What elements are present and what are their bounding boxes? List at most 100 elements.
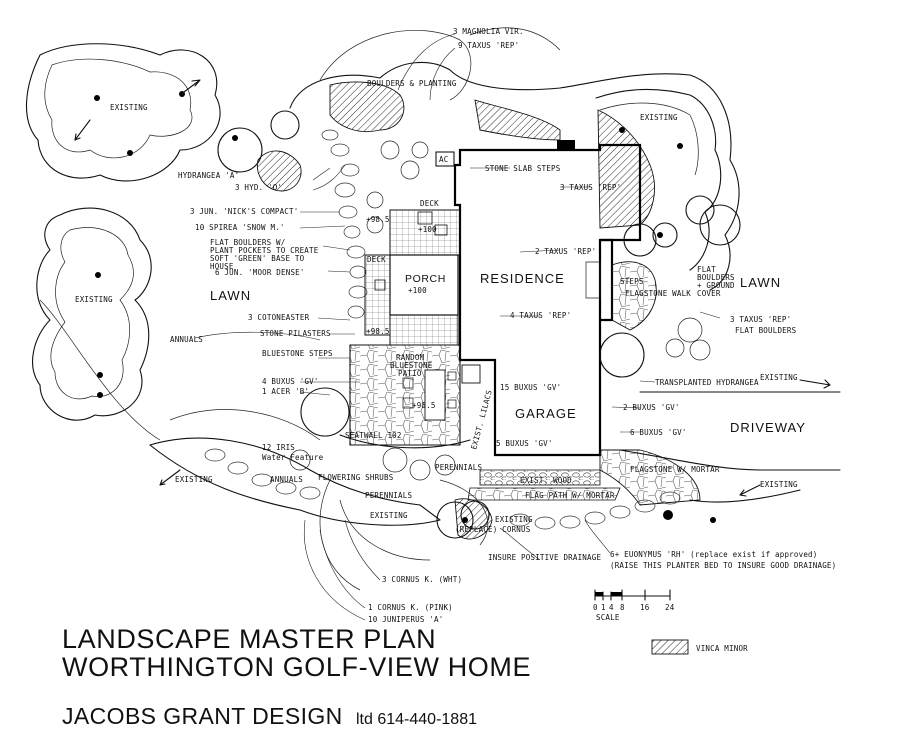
vinca-bed-right	[597, 109, 655, 229]
label-flag-path: FLAG PATH W/ MORTAR	[525, 491, 615, 500]
label-bluestone-steps: BLUESTONE STEPS	[262, 349, 333, 358]
shrub-symbols	[217, 110, 741, 539]
area-garage: GARAGE	[515, 406, 577, 421]
rear-planting-bed-outline	[289, 61, 740, 291]
title-line2: WORTHINGTON GOLF-VIEW HOME	[62, 652, 531, 682]
porch-and-deck	[364, 209, 461, 346]
label-existing-tr: EXISTING	[640, 113, 678, 122]
label-annuals-low: ANNUALS	[270, 475, 303, 484]
label-perennials2: PERENNIALS	[365, 491, 412, 500]
label-hydrangea: HYDRANGEA 'A'	[178, 171, 239, 180]
svg-text:4: 4	[609, 603, 614, 612]
label-taxus-rep-right: 3 TAXUS 'REP'	[730, 315, 791, 324]
legend-vinca-label: VINCA MINOR	[696, 644, 748, 653]
label-elev-mid: +98.5	[366, 327, 390, 336]
label-irises: 12 IRIS	[262, 443, 295, 452]
scale-label: SCALE	[596, 613, 620, 622]
svg-text:16: 16	[640, 603, 650, 612]
label-acer: 1 ACER 'B'	[262, 387, 309, 396]
svg-text:24: 24	[665, 603, 675, 612]
label-transplanted: TRANSPLANTED HYDRANGEA	[655, 378, 759, 387]
label-taxus-rep4: 4 TAXUS 'REP'	[510, 311, 571, 320]
label-existing-left: EXISTING	[75, 295, 113, 304]
area-driveway: DRIVEWAY	[730, 420, 806, 435]
label-spirea: 10 SPIREA 'SNOW M.'	[195, 223, 285, 232]
flagstone-walk-side	[611, 261, 657, 331]
label-existing-tl: EXISTING	[110, 103, 148, 112]
label-buxus-left: 4 BUXUS 'GV'	[262, 377, 319, 386]
area-ac: AC	[439, 155, 448, 164]
label-relocated-cornus: (REPLACE) CORNUS	[455, 525, 531, 534]
svg-text:1: 1	[601, 603, 606, 612]
label-existing-right: EXISTING	[760, 373, 798, 382]
area-patio: RANDOM BLUESTONE PATIO	[390, 353, 437, 378]
area-residence: RESIDENCE	[480, 271, 565, 286]
label-existing-bl: EXISTING	[175, 475, 213, 484]
label-insure-drainage: INSURE POSITIVE DRAINAGE	[488, 553, 601, 562]
label-cornus-wht: 3 CORNUS K. (WHT)	[382, 575, 462, 584]
label-boulders-top: BOULDERS & PLANTING	[367, 79, 457, 88]
label-euonymus: 6+ EUONYMUS 'RH' (replace exist if appro…	[610, 550, 817, 559]
label-stone-slab-steps: STONE SLAB STEPS	[485, 164, 561, 173]
vinca-bed-top-left	[329, 81, 405, 133]
label-jun-moor: 6 JUN. 'MOOR DENSE'	[215, 268, 305, 277]
firm-name: JACOBS GRANT DESIGN	[62, 703, 343, 729]
svg-text:8: 8	[620, 603, 625, 612]
label-flat-boulders-note: FLAT BOULDERS W/ PLANT POCKETS TO CREATE…	[210, 238, 323, 271]
vinca-bed-top-right	[474, 99, 561, 141]
label-hyd-q: 3 HYD. 'Q'	[235, 183, 282, 192]
label-buxus6: 6 BUXUS 'GV'	[630, 428, 687, 437]
leader-lines	[194, 33, 721, 621]
label-buxus5: 5 BUXUS 'GV'	[496, 439, 553, 448]
scale-text: 0 1 4 8 16 24 SCALE	[593, 603, 675, 622]
label-jun-nicks: 3 JUN. 'NICK'S COMPACT'	[190, 207, 298, 216]
label-existing-br: EXISTING	[760, 480, 798, 489]
label-flagstone-mortar: FLAGSTONE W/ MORTAR	[630, 465, 720, 474]
boulder-chain-left	[321, 129, 368, 319]
label-juniperus: 10 JUNIPERUS 'A'	[368, 615, 443, 624]
area-lawn-right: LAWN	[740, 275, 781, 290]
label-water-feature: Water Feature	[262, 453, 324, 462]
bluestone-patio	[339, 344, 481, 449]
existing-tree-outline-tl	[26, 43, 221, 182]
label-flagstone-walk: FLAGSTONE WALK	[625, 289, 691, 298]
label-flat-boulders-gc: FLAT BOULDERS + GROUND COVER	[697, 265, 739, 298]
label-existing-bot: EXISTING	[495, 515, 533, 524]
label-taxus-rep3: 3 TAXUS 'REP'	[560, 183, 621, 192]
scale-bar	[594, 589, 671, 601]
label-exist-lilacs: EXIST. LILACS	[469, 389, 494, 451]
existing-tree-dots	[94, 91, 716, 523]
label-seatwall: SEATWALL 102	[345, 431, 402, 440]
firm-contact: ltd 614-440-1881	[356, 711, 477, 728]
existing-tree-outline-left	[32, 207, 152, 421]
legend-swatch-vinca	[651, 639, 689, 655]
label-flat-boulders-r: FLAT BOULDERS	[735, 326, 797, 335]
area-porch-elev: +100	[408, 286, 427, 295]
label-stone-pilasters: STONE PILASTERS	[260, 329, 331, 338]
label-buxus2: 2 BUXUS 'GV'	[623, 403, 680, 412]
label-elev-deck: +98.5	[366, 215, 390, 224]
label-cornus-pink: 1 CORNUS K. (PINK)	[368, 603, 453, 612]
label-flowering-shrubs: FLOWERING SHRUBS	[318, 473, 394, 482]
label-annuals-left: ANNUALS	[170, 335, 203, 344]
area-deck-top: DECK	[420, 199, 439, 208]
label-exist-wood: EXIST. WOOD	[520, 476, 572, 485]
label-raise-bed: (RAISE THIS PLANTER BED TO INSURE GOOD D…	[610, 561, 836, 570]
label-perennials1: PERENNIALS	[435, 463, 482, 472]
label-elev-patio: +98.5	[412, 401, 436, 410]
vinca-bed-left	[256, 150, 302, 192]
label-existing-mid: EXISTING	[370, 511, 408, 520]
label-magnolia: 3 MAGNOLIA VIR.	[453, 27, 524, 36]
svg-text:0: 0	[593, 603, 598, 612]
label-cotoneaster: 3 COTONEASTER	[248, 313, 310, 322]
label-steps-right: STEPS	[620, 277, 644, 286]
area-lawn-left: LAWN	[210, 288, 251, 303]
label-buxus15: 15 BUXUS 'GV'	[500, 383, 561, 392]
area-deck-left: DECK	[367, 255, 386, 264]
title-line1: LANDSCAPE MASTER PLAN	[62, 624, 436, 654]
label-taxus-rep2: 2 TAXUS 'REP'	[535, 247, 596, 256]
label-elev-upper: +100	[418, 225, 437, 234]
label-taxus-top: 9 TAXUS 'REP'	[458, 41, 519, 50]
area-porch: PORCH	[405, 273, 446, 285]
